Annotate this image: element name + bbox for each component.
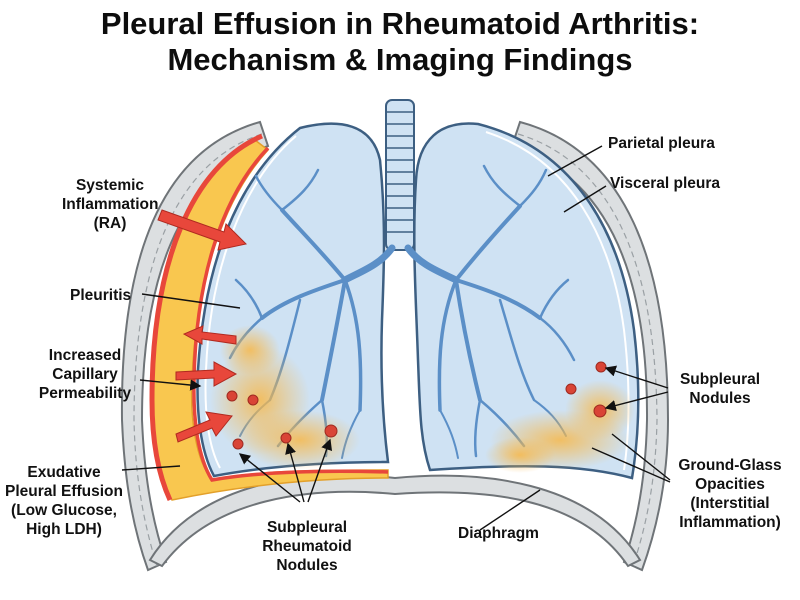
label-increased-capillary-permeability: Increased Capillary Permeability [38, 347, 132, 402]
nodule [247, 394, 259, 406]
nodule [226, 390, 238, 402]
label-ground-glass-opacities: Ground-Glass Opacities (Interstitial Inf… [678, 457, 782, 531]
label-parietal-pleura: Parietal pleura [608, 135, 715, 152]
nodules [226, 361, 607, 450]
label-diaphragm: Diaphragm [458, 525, 539, 542]
nodule [280, 432, 292, 444]
arrow-out-1 [182, 325, 237, 345]
arrow-systemic [157, 209, 248, 251]
leader-lines [121, 145, 671, 531]
title-line-2: Mechanism & Imaging Findings [167, 42, 633, 77]
label-visceral-pleura: Visceral pleura [610, 175, 721, 192]
arrow-permeability-1 [175, 361, 238, 387]
label-pleuritis: Pleuritis [70, 287, 132, 304]
label-exudative-pleural-effusion: Exudative Pleural Effusion (Low Glucose,… [5, 464, 123, 538]
title-line-1: Pleural Effusion in Rheumatoid Arthritis… [100, 6, 700, 41]
label-subpleural-rheumatoid-nodules: Subpleural Rheumatoid Nodules [262, 519, 352, 574]
nodule [595, 361, 607, 373]
arrow-permeability-2 [175, 411, 233, 443]
nodule [232, 438, 244, 450]
nodule [593, 404, 607, 418]
inflamed-pleura [149, 133, 263, 502]
nodule [565, 383, 577, 395]
inflammation-arrows [157, 209, 248, 443]
label-systemic-inflammation: Systemic Inflammation (RA) [62, 177, 159, 232]
chest-wall-left [120, 120, 270, 572]
chest-wall-right [510, 120, 670, 572]
label-subpleural-nodules: Subpleural Nodules [679, 371, 761, 407]
page-title: Pleural Effusion in Rheumatoid Arthritis… [0, 6, 800, 78]
trachea [385, 99, 415, 251]
nodule [324, 424, 338, 438]
